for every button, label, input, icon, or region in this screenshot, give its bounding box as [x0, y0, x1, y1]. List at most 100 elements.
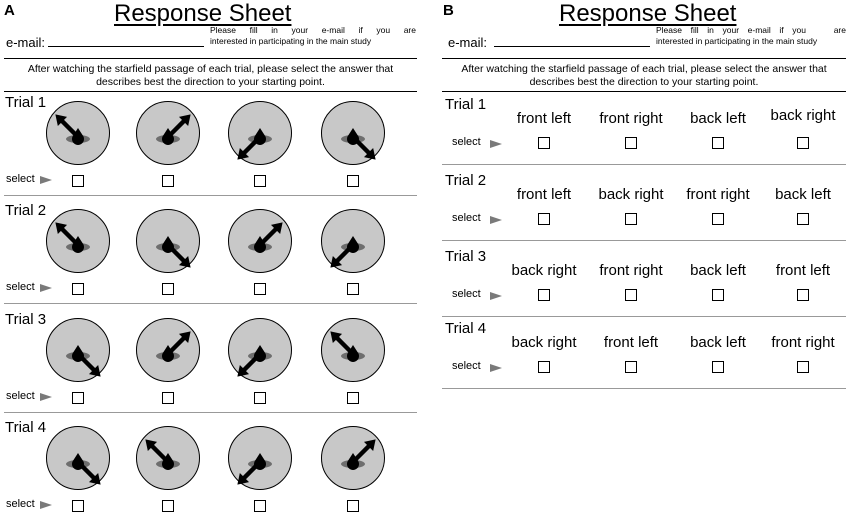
- answer-checkbox[interactable]: [347, 500, 359, 512]
- direction-dial: [320, 100, 386, 166]
- email-field-a[interactable]: [48, 46, 204, 47]
- answer-checkbox[interactable]: [712, 137, 724, 149]
- answer-checkbox[interactable]: [538, 137, 550, 149]
- trial-divider: [442, 240, 846, 241]
- direction-dial: [227, 317, 293, 383]
- email-note-line1-b-row: Please fill in your e-mail if you are: [656, 25, 846, 36]
- panel-letter-b: B: [443, 2, 454, 19]
- answer-checkbox[interactable]: [625, 361, 637, 373]
- answer-checkbox[interactable]: [254, 175, 266, 187]
- answer-option-label: back left: [775, 186, 831, 203]
- observer-head-icon: [72, 236, 84, 253]
- trial-label-b: Trial 3: [445, 248, 487, 265]
- email-note-line2-b: interested in participating in the main …: [656, 36, 818, 46]
- select-arrow-icon: [490, 292, 502, 300]
- answer-option-label: front right: [686, 186, 750, 203]
- instructions-line2-a: describes best the direction to your sta…: [96, 76, 325, 88]
- answer-checkbox[interactable]: [712, 213, 724, 225]
- select-label: select: [6, 281, 35, 293]
- select-label: select: [452, 360, 481, 372]
- select-label: select: [6, 173, 35, 185]
- answer-checkbox[interactable]: [797, 289, 809, 301]
- select-arrow-icon: [490, 140, 502, 148]
- email-note-line2-a: interested in participating in the main …: [210, 36, 372, 46]
- divider-top-b: [442, 58, 846, 59]
- panel-a: A Response Sheet e-mail: Please fill in …: [0, 0, 420, 518]
- trial-label-a: Trial 2: [5, 202, 47, 219]
- answer-checkbox[interactable]: [72, 175, 84, 187]
- direction-dial: [227, 100, 293, 166]
- email-label-a: e-mail:: [6, 35, 46, 50]
- answer-checkbox[interactable]: [625, 137, 637, 149]
- answer-checkbox[interactable]: [712, 361, 724, 373]
- instructions-a: After watching the starfield passage of …: [4, 63, 417, 89]
- answer-checkbox[interactable]: [347, 392, 359, 404]
- observer-head-icon: [72, 345, 84, 362]
- answer-checkbox[interactable]: [162, 283, 174, 295]
- answer-option-label: back left: [690, 110, 746, 127]
- answer-checkbox[interactable]: [538, 213, 550, 225]
- answer-checkbox[interactable]: [254, 392, 266, 404]
- direction-dial: [227, 208, 293, 274]
- email-label-b: e-mail:: [448, 35, 488, 50]
- divider-top-a: [4, 58, 417, 59]
- answer-checkbox[interactable]: [162, 500, 174, 512]
- answer-checkbox[interactable]: [797, 137, 809, 149]
- direction-dial: [135, 317, 201, 383]
- answer-checkbox[interactable]: [72, 500, 84, 512]
- answer-checkbox[interactable]: [538, 289, 550, 301]
- instructions-b: After watching the starfield passage of …: [442, 63, 846, 89]
- trial-divider: [4, 303, 417, 304]
- answer-checkbox[interactable]: [625, 289, 637, 301]
- page-title-a: Response Sheet: [114, 0, 292, 27]
- answer-checkbox[interactable]: [162, 175, 174, 187]
- observer-head-icon: [254, 236, 266, 253]
- answer-checkbox[interactable]: [347, 283, 359, 295]
- answer-checkbox[interactable]: [797, 213, 809, 225]
- answer-checkbox[interactable]: [72, 283, 84, 295]
- observer-head-icon: [162, 236, 174, 253]
- direction-dial-graphic: [321, 209, 385, 273]
- divider-instructions-b: [442, 91, 846, 92]
- select-arrow-icon: [40, 501, 52, 509]
- answer-option-label: back right: [511, 262, 577, 279]
- trial-label-b: Trial 4: [445, 320, 487, 337]
- direction-dial-graphic: [228, 209, 292, 273]
- answer-option-label: front right: [599, 110, 663, 127]
- select-arrow-icon: [40, 176, 52, 184]
- trial-divider: [4, 412, 417, 413]
- answer-option-label: back left: [690, 262, 746, 279]
- answer-checkbox[interactable]: [72, 392, 84, 404]
- trial-label-b: Trial 1: [445, 96, 487, 113]
- email-field-b[interactable]: [494, 46, 650, 47]
- answer-checkbox[interactable]: [538, 361, 550, 373]
- select-label: select: [452, 136, 481, 148]
- direction-dial-graphic: [228, 318, 292, 382]
- direction-dial: [135, 208, 201, 274]
- answer-checkbox[interactable]: [254, 283, 266, 295]
- direction-dial-graphic: [136, 426, 200, 490]
- panel-letter-a: A: [4, 2, 15, 19]
- answer-checkbox[interactable]: [712, 289, 724, 301]
- trial-divider: [442, 316, 846, 317]
- direction-dial-graphic: [46, 101, 110, 165]
- answer-checkbox[interactable]: [162, 392, 174, 404]
- observer-head-icon: [254, 345, 266, 362]
- trial-label-a: Trial 3: [5, 311, 47, 328]
- answer-checkbox[interactable]: [625, 213, 637, 225]
- direction-dial-graphic: [228, 101, 292, 165]
- answer-checkbox[interactable]: [797, 361, 809, 373]
- direction-dial-graphic: [46, 426, 110, 490]
- answer-checkbox[interactable]: [254, 500, 266, 512]
- select-arrow-icon: [40, 284, 52, 292]
- observer-head-icon: [347, 453, 359, 470]
- select-arrow-icon: [490, 216, 502, 224]
- direction-dial: [227, 425, 293, 491]
- observer-head-icon: [162, 453, 174, 470]
- direction-dial-graphic: [136, 101, 200, 165]
- instructions-line1-b: After watching the starfield passage of …: [461, 63, 827, 75]
- direction-dial: [45, 425, 111, 491]
- answer-option-label: front left: [516, 186, 572, 203]
- direction-dial-graphic: [321, 101, 385, 165]
- answer-checkbox[interactable]: [347, 175, 359, 187]
